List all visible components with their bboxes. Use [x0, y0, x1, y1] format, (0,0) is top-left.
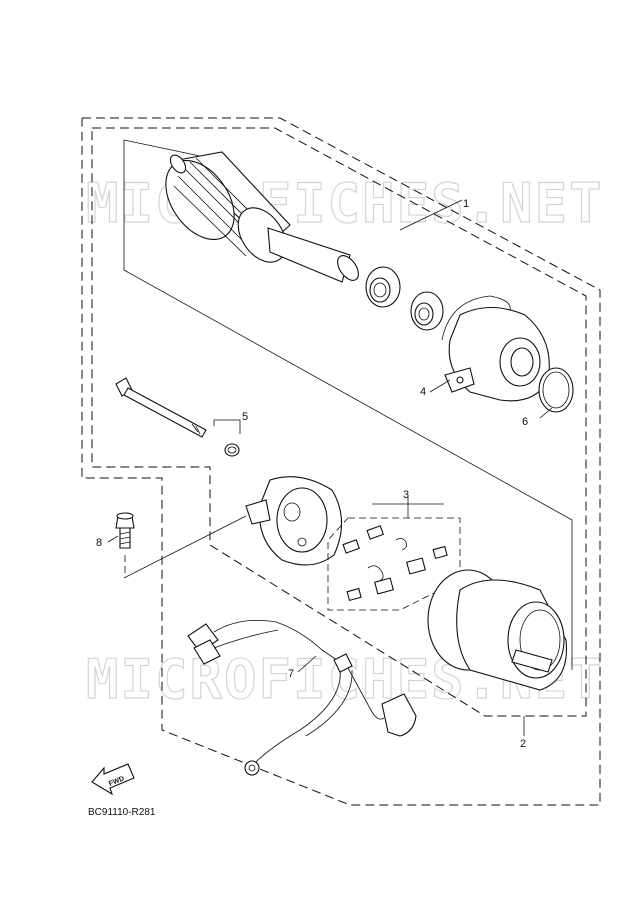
- assembly-boundary-inner: [91, 127, 587, 717]
- diagram-code: BC91110-R281: [88, 807, 156, 818]
- brush-set-boundary: [327, 517, 461, 611]
- callout-8: 8: [96, 537, 102, 549]
- o-ring-6: [538, 367, 574, 413]
- through-bolt: [115, 377, 207, 438]
- armature-frame: [123, 140, 573, 670]
- fwd-arrow-icon: FWD: [91, 763, 135, 796]
- callout-1: 1: [463, 198, 469, 210]
- callout-6: 6: [522, 416, 528, 428]
- bolt-8: [115, 512, 135, 549]
- washer-5-inner: [227, 446, 237, 454]
- watermark-top: MICROFICHES.NET: [86, 172, 604, 235]
- leader-lines: [107, 199, 553, 736]
- armature: [165, 151, 359, 283]
- assembly-boundary-outer: [81, 117, 601, 806]
- bearing-1: [365, 266, 401, 308]
- brush-holder-set: [342, 525, 448, 602]
- armature-frame-top: [123, 139, 201, 157]
- callout-7: 7: [288, 668, 294, 680]
- callout-3: 3: [403, 489, 409, 501]
- o-ring-6-inner: [542, 371, 570, 409]
- yoke: [427, 569, 568, 691]
- callout-2: 2: [520, 738, 526, 750]
- wire-harness: [187, 620, 417, 776]
- rear-cover: [245, 476, 343, 566]
- washer-5: [224, 443, 240, 457]
- bearing-2: [410, 291, 444, 331]
- callout-4: 4: [420, 386, 426, 398]
- callout-5: 5: [242, 411, 248, 423]
- front-cover: [441, 295, 550, 402]
